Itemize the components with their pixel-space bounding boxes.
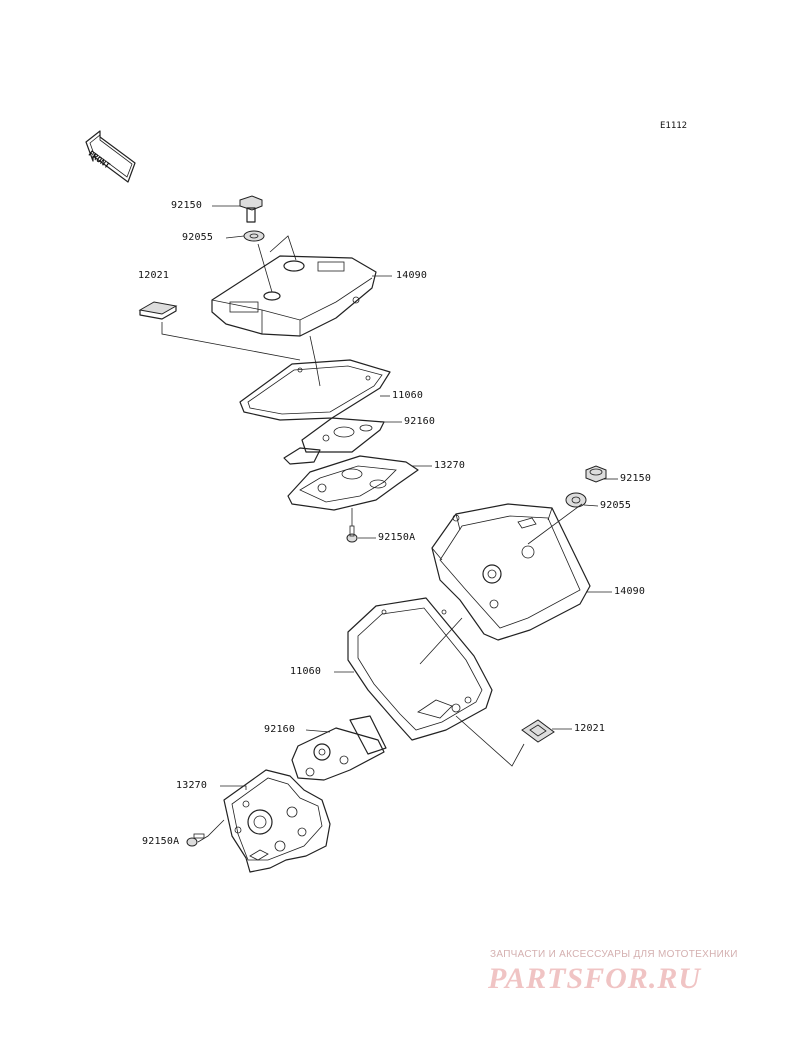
- lower-label-cover: 14090: [614, 586, 646, 597]
- upper-cover-14090: [211, 235, 377, 337]
- diagram-code: E1112: [660, 121, 688, 131]
- lower-label-washer: 92055: [600, 500, 632, 511]
- lower-label-packing: 92160: [264, 724, 296, 735]
- lower-cap-12021: [521, 719, 555, 743]
- lower-washer-92055: [565, 492, 587, 508]
- upper-screw-92150A: [346, 525, 358, 543]
- lower-packing-92160: [291, 715, 387, 781]
- watermark-text: ЗАПЧАСТИ И АКСЕССУАРЫ ДЛЯ МОТОТЕХНИКИ: [490, 949, 738, 960]
- lower-bolt-92150: [585, 465, 607, 483]
- lower-label-bolt: 92150: [620, 473, 652, 484]
- upper-label-screw: 92150A: [378, 532, 416, 543]
- upper-bolt-92150: [239, 195, 263, 223]
- lower-gasket-11060: [347, 597, 493, 741]
- front-arrow-icon: [85, 130, 136, 183]
- upper-cap-12021: [138, 301, 178, 320]
- lower-label-plate: 13270: [176, 780, 208, 791]
- upper-label-washer: 92055: [182, 232, 214, 243]
- upper-label-packing: 92160: [404, 416, 436, 427]
- upper-label-cap: 12021: [138, 270, 170, 281]
- upper-washer-92055: [243, 230, 265, 242]
- upper-gasket-11060: [239, 359, 391, 421]
- lower-label-cap: 12021: [574, 723, 606, 734]
- lower-screw-92150A: [186, 833, 205, 847]
- upper-label-gasket: 11060: [392, 390, 424, 401]
- upper-plate-13270: [283, 447, 419, 511]
- watermark-logo: PARTSFOR.RU: [488, 962, 701, 995]
- lower-label-gasket: 11060: [290, 666, 322, 677]
- upper-label-cover: 14090: [396, 270, 428, 281]
- upper-leader-lines: [161, 205, 432, 539]
- upper-label-plate: 13270: [434, 460, 466, 471]
- lower-leader-lines: [197, 478, 618, 843]
- lower-cover-14090: [431, 503, 591, 641]
- lower-plate-13270: [223, 769, 331, 873]
- upper-label-bolt: 92150: [171, 200, 203, 211]
- lower-label-screw: 92150A: [142, 836, 180, 847]
- upper-packing-92160: [301, 417, 385, 453]
